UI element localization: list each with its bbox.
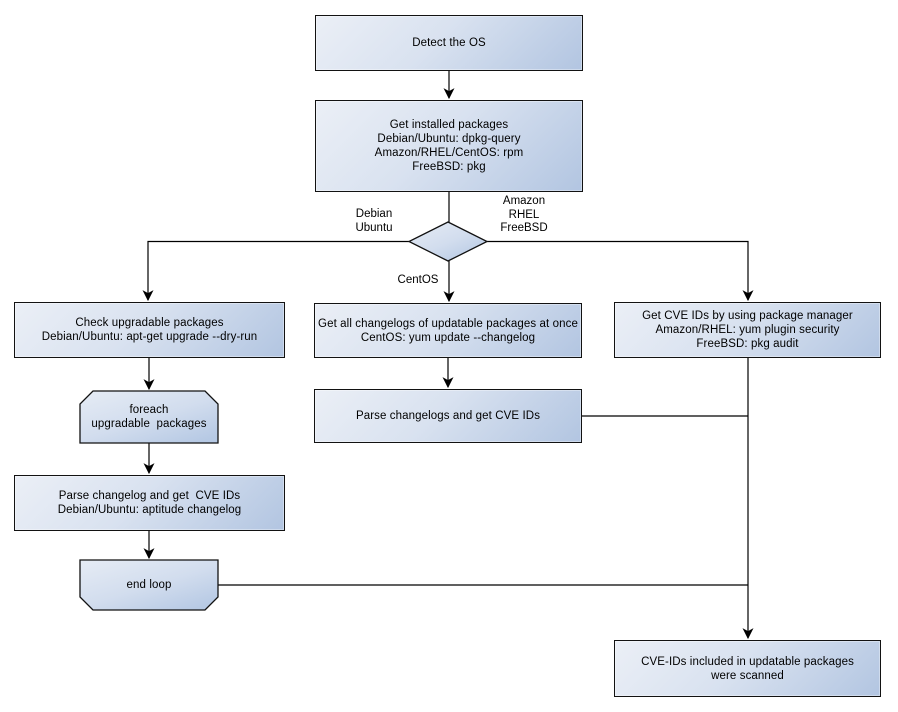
end-loop-shape xyxy=(79,559,219,611)
node-detect-os-label: Detect the OS xyxy=(412,37,486,49)
node-end-loop-label: end loop xyxy=(126,579,172,591)
node-parse-changelog-get-cve-label: Parse changelog and get CVE IDs Debian/U… xyxy=(57,490,242,516)
node-get-all-changelogs: Get all changelogs of updatable packages… xyxy=(314,303,582,358)
edge-decision-to-check-upgradable xyxy=(142,240,409,302)
node-check-upgradable-packages-label: Check upgradable packages Debian/Ubuntu:… xyxy=(41,317,258,343)
edge-label-debian-ubuntu: Debian Ubuntu xyxy=(355,208,393,234)
node-parse-changelog-get-cve: Parse changelog and get CVE IDs Debian/U… xyxy=(14,475,285,531)
node-get-cve-by-pkg-manager: Get CVE IDs by using package manager Ama… xyxy=(614,302,881,358)
node-parse-changelogs-get-cve-label: Parse changelogs and get CVE IDs xyxy=(355,410,541,422)
edge-decision-to-pkg-manager xyxy=(487,240,754,302)
foreach-loop-shape xyxy=(79,390,219,444)
decision-diamond xyxy=(407,221,489,262)
node-parse-changelogs-get-cve: Parse changelogs and get CVE IDs xyxy=(314,389,582,443)
node-get-all-changelogs-label: Get all changelogs of updatable packages… xyxy=(318,317,578,344)
edge-label-amazon-rhel-freebsd: Amazon RHEL FreeBSD xyxy=(500,195,548,234)
node-result-scanned-label: CVE-IDs included in updatable packages w… xyxy=(641,655,854,682)
node-end-loop: end loop xyxy=(80,560,218,610)
node-result-scanned: CVE-IDs included in updatable packages w… xyxy=(614,640,881,697)
node-get-installed-packages-label: Get installed packages Debian/Ubuntu: dp… xyxy=(374,119,524,173)
node-detect-os: Detect the OS xyxy=(315,15,583,71)
node-foreach-loop-start: foreach upgradable packages xyxy=(80,391,218,443)
edge-label-centos: CentOS xyxy=(397,274,439,286)
node-get-cve-by-pkg-manager-label: Get CVE IDs by using package manager Ama… xyxy=(642,310,853,350)
node-get-installed-packages: Get installed packages Debian/Ubuntu: dp… xyxy=(315,100,583,192)
node-check-upgradable-packages: Check upgradable packages Debian/Ubuntu:… xyxy=(14,302,285,358)
node-foreach-loop-start-label: foreach upgradable packages xyxy=(91,404,207,430)
